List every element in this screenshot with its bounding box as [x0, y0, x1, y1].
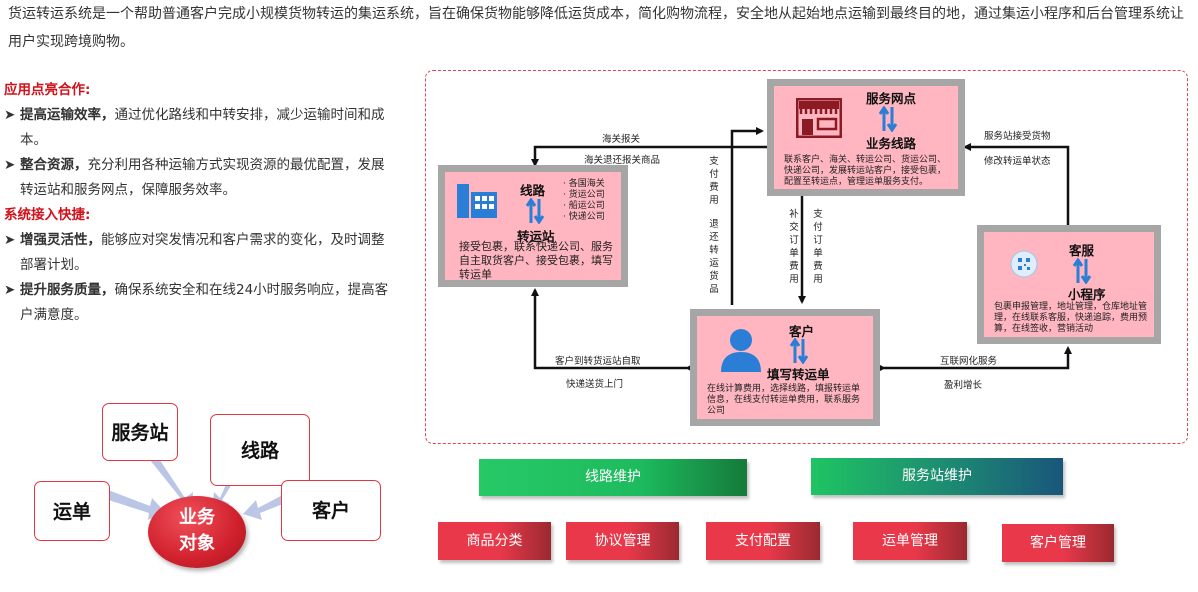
edge-label-customs-report: 海关报关 — [602, 134, 641, 145]
swap-arrows-icon — [525, 197, 545, 228]
feature-item: ➤提高运输效率，通过优化路线和中转安排，减少运输时间和成本。 — [4, 103, 396, 153]
module-protocol-button[interactable]: 协议管理 — [566, 522, 679, 560]
station-list-item: · 各国海关 — [563, 179, 605, 189]
feature-text: 充分利用各种运输方式实现资源的最优配置，发展转运站和服务网点，保障服务效率。 — [20, 157, 385, 198]
business-object-service-station: 服务站 — [102, 403, 178, 461]
route-maintenance-button[interactable]: 线路维护 — [479, 459, 747, 496]
feature-bold: 整合资源， — [20, 157, 88, 173]
station-list-item: · 快递公司 — [563, 212, 605, 222]
business-object-waybill: 运单 — [34, 481, 110, 541]
node-station-subtitle: 转运站 — [517, 229, 555, 244]
arrow-customer-support — [878, 346, 1072, 372]
qr-code-icon — [1010, 250, 1038, 282]
node-service-desc: 联系客户、海关、转运公司、货运公司、快递公司，发展转运站客户，接受包裹，配置至转… — [784, 155, 947, 187]
edge-label-profit-growth: 盈利增长 — [944, 380, 983, 391]
node-service-point: 服务网点 业务线路 联系客户、海关、转运公司、货运公司、快递公司，发展转运站客户… — [767, 79, 965, 196]
arrow-support-to-service — [963, 143, 1070, 225]
feature-item: ➤提升服务质量，确保系统安全和在线24小时服务响应，提高客户满意度。 — [4, 278, 396, 328]
node-transit-station: 线路 · 各国海关 · 货运公司 · 船运公司 · 快递公司 转运站 接受包裹，… — [438, 165, 628, 287]
module-category-button[interactable]: 商品分类 — [438, 522, 551, 560]
feature-text: 能够应对突发情况和客户需求的变化，及时调整部署计划。 — [20, 232, 385, 273]
station-list-item: · 船运公司 — [563, 201, 605, 211]
edge-label-customs-return: 海关退还报关商品 — [584, 155, 661, 166]
section-title-cooperation: 应用点亮合作: — [4, 82, 91, 98]
edge-label-delivery: 快递送货上门 — [566, 379, 624, 390]
arrow-service-to-station — [531, 145, 767, 167]
feature-item: ➤增强灵活性，能够应对突发情况和客户需求的变化，及时调整部署计划。 — [4, 228, 396, 278]
feature-item: ➤整合资源，充分利用各种运输方式实现资源的最优配置，发展转运站和服务网点，保障服… — [4, 153, 396, 203]
edge-label-station-receive: 服务站接受货物 — [984, 131, 1051, 142]
module-payment-button[interactable]: 支付配置 — [706, 522, 820, 560]
node-support-desc: 包裹申报管理，地址管理，仓库地址管理，在线联系客服，快递追踪，费用预算，在线签收… — [994, 302, 1148, 334]
edge-label-modify-status: 修改转运单状态 — [984, 156, 1051, 167]
swap-arrows-icon — [789, 337, 809, 368]
node-customer-title: 客户 — [789, 324, 815, 339]
swap-arrows-icon — [1072, 257, 1092, 288]
edge-label-pickup: 客户到转货运站自取 — [555, 356, 641, 367]
bullet-arrow-icon: ➤ — [4, 232, 16, 248]
edge-label-internet-service: 互联网化服务 — [940, 356, 998, 367]
feature-bold: 增强灵活性， — [20, 232, 101, 248]
bullet-arrow-icon: ➤ — [4, 107, 16, 123]
intro-paragraph: 货运转运系统是一个帮助普通客户完成小规模货物转运的集运系统，旨在确保货物能够降低… — [8, 6, 1184, 50]
store-icon — [795, 97, 843, 142]
node-customer-desc: 在线计算费用，选择线路，填报转运单信息，在线支付转运单费用，联系服务公司 — [707, 384, 861, 416]
bullet-arrow-icon: ➤ — [4, 157, 16, 173]
feature-bold: 提高运输效率， — [20, 107, 115, 123]
feature-text: 确保系统安全和在线24小时服务响应，提高客户满意度。 — [20, 282, 389, 323]
station-list-item: · 货运公司 — [563, 190, 605, 200]
node-customer-subtitle: 填写转运单 — [767, 367, 830, 382]
edge-label-return-goods: 退还转运货品 — [709, 219, 719, 295]
edge-label-pay-fee: 支付费用 — [709, 156, 719, 206]
node-support-subtitle: 小程序 — [1068, 287, 1106, 302]
business-center-label: 业务对象 — [179, 507, 215, 554]
node-station-list: · 各国海关 · 货运公司 · 船运公司 · 快递公司 — [563, 179, 625, 223]
feature-text: 通过优化路线和中转安排，减少运输时间和成本。 — [20, 107, 385, 148]
node-station-desc: 接受包裹，联系快递公司、服务自主取货客户、接受包裹，填写转运单 — [459, 240, 613, 281]
user-icon — [721, 328, 761, 376]
business-object-route: 线路 — [210, 414, 310, 486]
node-service-subtitle: 业务线路 — [866, 136, 917, 151]
swap-arrows-icon — [878, 105, 898, 136]
arrow-customer-to-service — [730, 127, 764, 305]
node-service-title: 服务网点 — [866, 91, 917, 106]
module-customer-button[interactable]: 客户管理 — [1002, 524, 1114, 562]
node-customer-service: 客服 小程序 包裹申报管理，地址管理，仓库地址管理，在线联系客服，快递追踪，费用… — [977, 225, 1161, 344]
edge-label-supplement-order: 补交订单费用 — [789, 209, 799, 285]
station-maintenance-button[interactable]: 服务站维护 — [811, 458, 1063, 495]
node-support-title: 客服 — [1069, 243, 1095, 258]
business-object-center: 业务对象 — [148, 496, 246, 568]
feature-bold: 提升服务质量， — [20, 282, 115, 298]
feature-list: 应用点亮合作: ➤提高运输效率，通过优化路线和中转安排，减少运输时间和成本。 ➤… — [4, 78, 396, 328]
edge-label-pay-order: 支付订单费用 — [813, 209, 823, 285]
flow-diagram-frame — [425, 70, 1188, 444]
node-station-title: 线路 — [520, 183, 546, 198]
arrow-customer-station — [531, 288, 693, 372]
building-icon — [457, 182, 497, 222]
business-object-customer: 客户 — [281, 480, 381, 541]
module-waybill-button[interactable]: 运单管理 — [853, 522, 967, 560]
section-title-access: 系统接入快捷: — [4, 207, 91, 223]
node-customer: 客户 填写转运单 在线计算费用，选择线路，填报转运单信息，在线支付转运单费用，联… — [690, 309, 880, 426]
bullet-arrow-icon: ➤ — [4, 282, 16, 298]
